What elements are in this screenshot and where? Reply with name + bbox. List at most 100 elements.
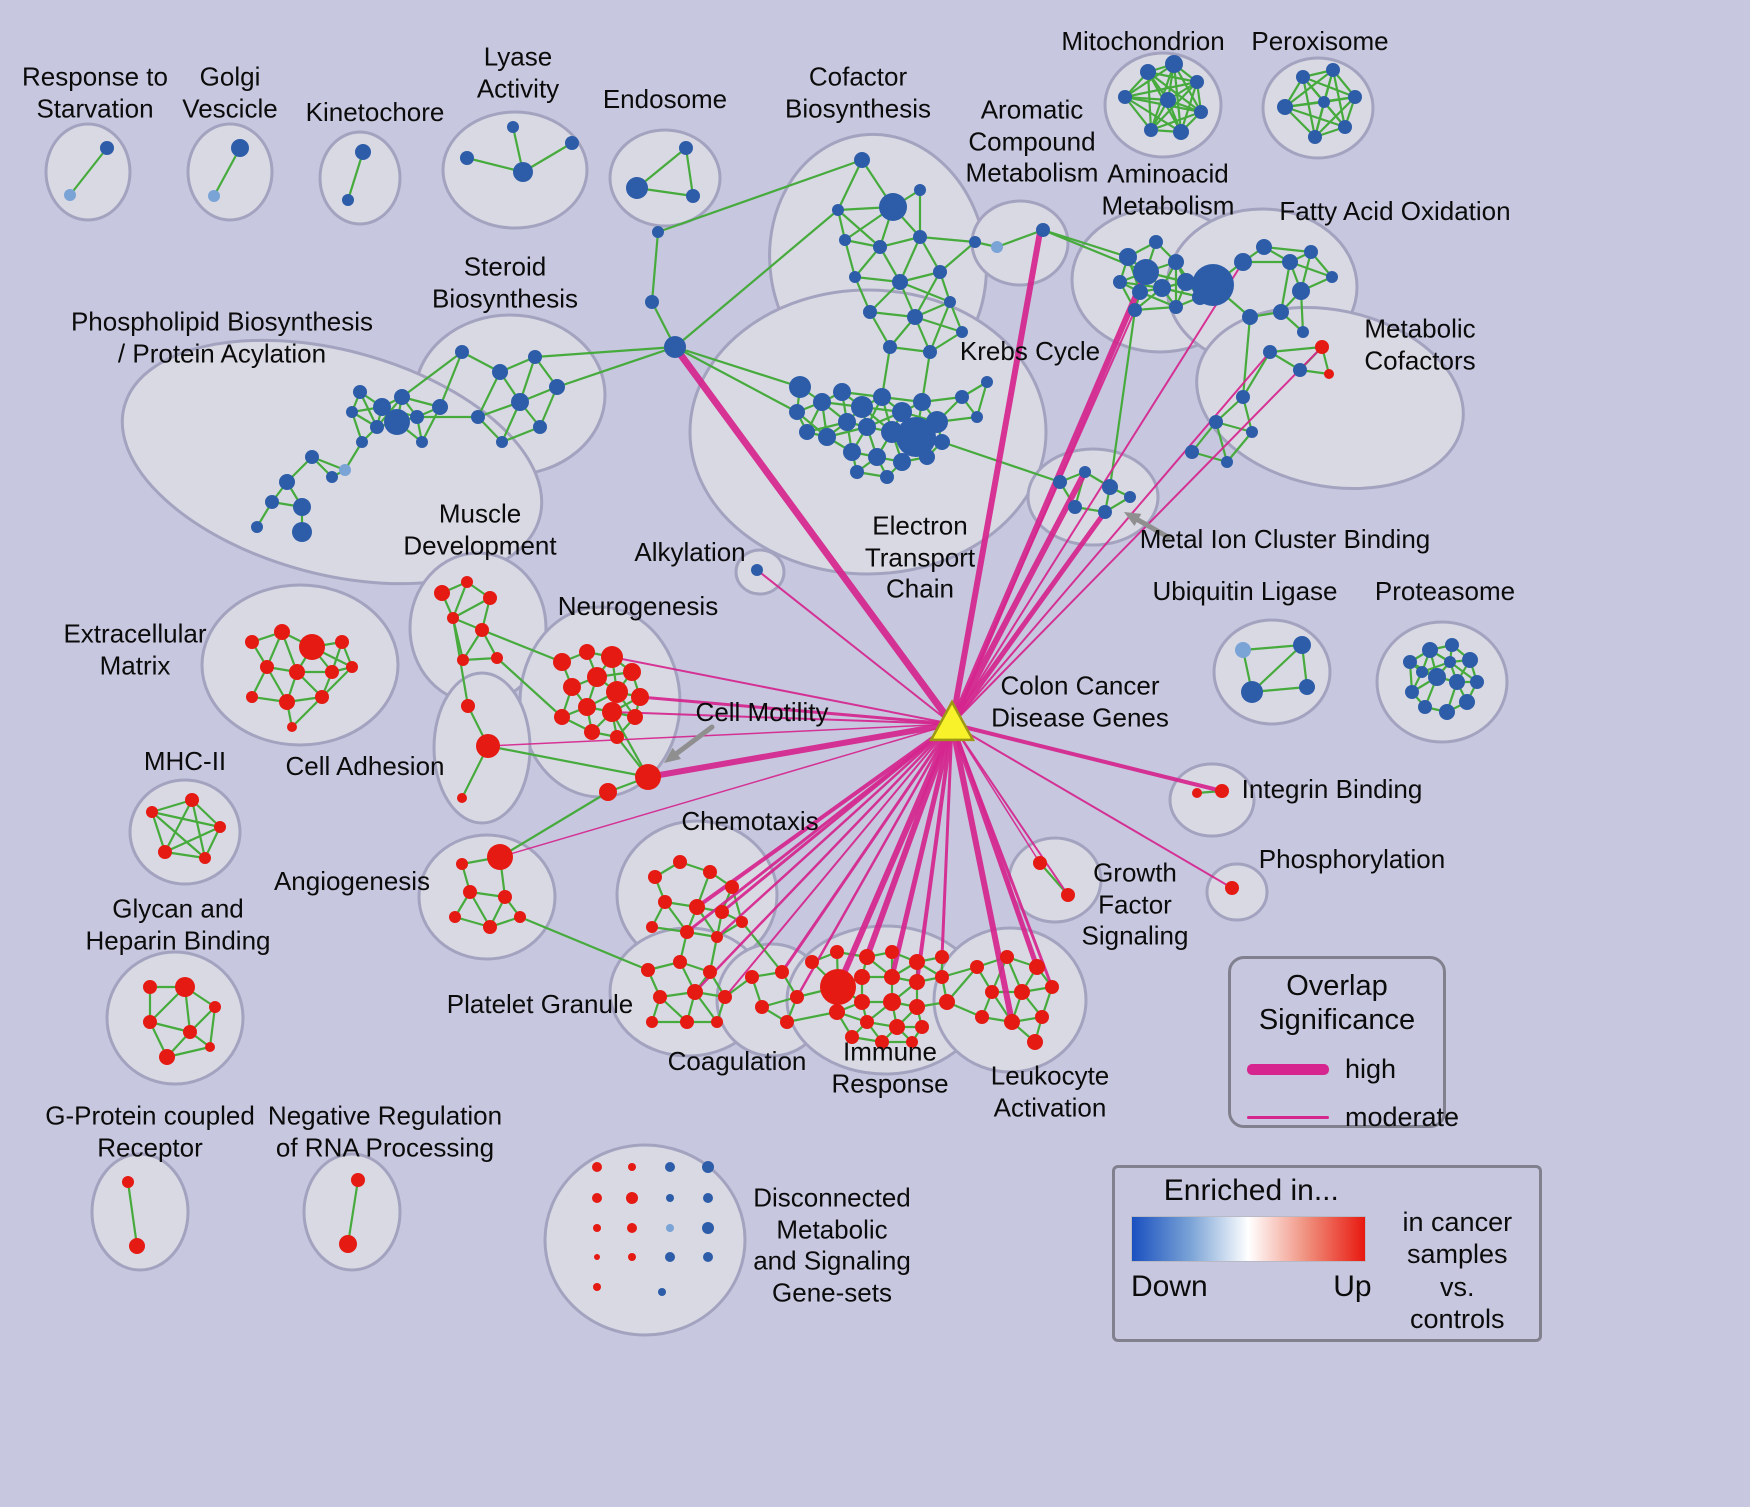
aromatic-compound-metabolism-node[interactable] <box>991 241 1003 253</box>
electron-transport-chain-node[interactable] <box>858 418 876 436</box>
mitochondrion-node[interactable] <box>1118 90 1132 104</box>
metabolic-junction-node[interactable] <box>652 226 664 238</box>
proteasome-node[interactable] <box>1405 685 1419 699</box>
chemotaxis-node[interactable] <box>673 855 687 869</box>
fatty-acid-oxidation-node[interactable] <box>1256 239 1272 255</box>
disconnected-genesets-node[interactable] <box>665 1252 675 1262</box>
kinetochore-node[interactable] <box>355 144 371 160</box>
leukocyte-activation-node[interactable] <box>970 960 984 974</box>
neurogenesis-node[interactable] <box>627 709 643 725</box>
neurogenesis-node[interactable] <box>553 653 571 671</box>
electron-transport-chain-node[interactable] <box>873 388 891 406</box>
aminoacid-metabolism-node[interactable] <box>1177 273 1195 291</box>
disconnected-genesets-node[interactable] <box>626 1192 638 1204</box>
phospholipid-biosynthesis-node[interactable] <box>339 464 351 476</box>
integrin-binding-node[interactable] <box>1215 784 1229 798</box>
disconnected-genesets-node[interactable] <box>628 1253 636 1261</box>
immune-response-node[interactable] <box>805 955 819 969</box>
metabolic-cofactors-node[interactable] <box>1263 345 1277 359</box>
steroid-biosynthesis-node[interactable] <box>528 350 542 364</box>
immune-response-node[interactable] <box>859 949 875 965</box>
disconnected-genesets-node[interactable] <box>702 1161 714 1173</box>
electron-transport-chain-node[interactable] <box>893 453 911 471</box>
phospholipid-biosynthesis-node[interactable] <box>432 399 448 415</box>
phospholipid-biosynthesis-node[interactable] <box>305 450 319 464</box>
mhc-ii-node[interactable] <box>185 793 199 807</box>
disconnected-genesets-node[interactable] <box>592 1162 602 1172</box>
steroid-biosynthesis-node[interactable] <box>511 393 529 411</box>
muscle-development-node[interactable] <box>491 652 503 664</box>
immune-response-node[interactable] <box>935 950 949 964</box>
fatty-acid-oxidation-node[interactable] <box>1242 309 1258 325</box>
phosphorylation-node[interactable] <box>1225 881 1239 895</box>
aminoacid-metabolism-node[interactable] <box>1153 279 1171 297</box>
cofactor-biosynthesis-node[interactable] <box>879 193 907 221</box>
fatty-acid-oxidation-node[interactable] <box>1192 264 1234 306</box>
coagulation-node[interactable] <box>755 1000 769 1014</box>
angiogenesis-node[interactable] <box>463 885 477 899</box>
chemotaxis-node[interactable] <box>648 870 662 884</box>
electron-transport-chain-node[interactable] <box>881 421 903 443</box>
golgi-vescicle-node[interactable] <box>231 139 249 157</box>
disconnected-genesets-node[interactable] <box>703 1193 713 1203</box>
platelet-granule-node[interactable] <box>673 955 687 969</box>
phospholipid-biosynthesis-node[interactable] <box>356 436 368 448</box>
leukocyte-activation-node[interactable] <box>1045 980 1059 994</box>
immune-response-node[interactable] <box>909 954 925 970</box>
leukocyte-activation-node[interactable] <box>1035 1010 1049 1024</box>
phospholipid-biosynthesis-node[interactable] <box>416 436 428 448</box>
endosome-node[interactable] <box>679 141 693 155</box>
steroid-biosynthesis-node[interactable] <box>471 410 485 424</box>
phospholipid-biosynthesis-node[interactable] <box>370 420 384 434</box>
extracellular-matrix-node[interactable] <box>245 635 259 649</box>
immune-response-node[interactable] <box>854 969 870 985</box>
aminoacid-metabolism-node[interactable] <box>1119 248 1137 266</box>
extracellular-matrix-node[interactable] <box>260 660 274 674</box>
immune-response-node[interactable] <box>829 1004 845 1020</box>
mitochondrion-node[interactable] <box>1194 105 1208 119</box>
leukocyte-activation-node[interactable] <box>1000 950 1014 964</box>
proteasome-node[interactable] <box>1422 642 1438 658</box>
cofactor-biosynthesis-node[interactable] <box>956 326 968 338</box>
phospholipid-biosynthesis-node[interactable] <box>279 474 295 490</box>
metabolic-junction-node[interactable] <box>664 336 686 358</box>
extracellular-matrix-node[interactable] <box>287 722 297 732</box>
fatty-acid-oxidation-node[interactable] <box>1297 326 1309 338</box>
fatty-acid-oxidation-node[interactable] <box>1273 304 1289 320</box>
neurogenesis-node[interactable] <box>563 678 581 696</box>
ubiquitin-ligase-node[interactable] <box>1293 636 1311 654</box>
peroxisome-node[interactable] <box>1277 99 1293 115</box>
electron-transport-chain-node[interactable] <box>833 383 851 401</box>
phospholipid-biosynthesis-node[interactable] <box>410 410 424 424</box>
lyase-activity-node[interactable] <box>460 151 474 165</box>
leukocyte-activation-node[interactable] <box>1027 1034 1043 1050</box>
mhc-ii-node[interactable] <box>146 806 158 818</box>
electron-transport-chain-node[interactable] <box>896 417 936 457</box>
proteasome-node[interactable] <box>1462 652 1478 668</box>
immune-response-node[interactable] <box>854 994 870 1010</box>
immune-response-node[interactable] <box>885 945 899 959</box>
electron-transport-chain-node[interactable] <box>971 411 983 423</box>
steroid-biosynthesis-node[interactable] <box>549 379 565 395</box>
steroid-biosynthesis-node[interactable] <box>492 364 508 380</box>
metabolic-cofactors-node[interactable] <box>1185 445 1199 459</box>
neurogenesis-node[interactable] <box>631 688 649 706</box>
neurogenesis-node[interactable] <box>635 764 661 790</box>
glycan-heparin-binding-node[interactable] <box>183 1025 197 1039</box>
neurogenesis-node[interactable] <box>579 644 595 660</box>
fatty-acid-oxidation-node[interactable] <box>1326 271 1338 283</box>
extracellular-matrix-node[interactable] <box>246 691 258 703</box>
mitochondrion-node[interactable] <box>1160 92 1176 108</box>
chemotaxis-node[interactable] <box>646 921 658 933</box>
metabolic-cofactors-node[interactable] <box>1236 390 1250 404</box>
aminoacid-metabolism-node[interactable] <box>1128 303 1142 317</box>
lyase-activity-node[interactable] <box>565 136 579 150</box>
endosome-node[interactable] <box>686 189 700 203</box>
peroxisome-node[interactable] <box>1348 90 1362 104</box>
peroxisome-node[interactable] <box>1326 63 1340 77</box>
proteasome-node[interactable] <box>1445 638 1459 652</box>
metabolic-cofactors-node[interactable] <box>1209 415 1223 429</box>
electron-transport-chain-node[interactable] <box>913 393 931 411</box>
immune-response-node[interactable] <box>860 1015 874 1029</box>
electron-transport-chain-node[interactable] <box>850 465 864 479</box>
